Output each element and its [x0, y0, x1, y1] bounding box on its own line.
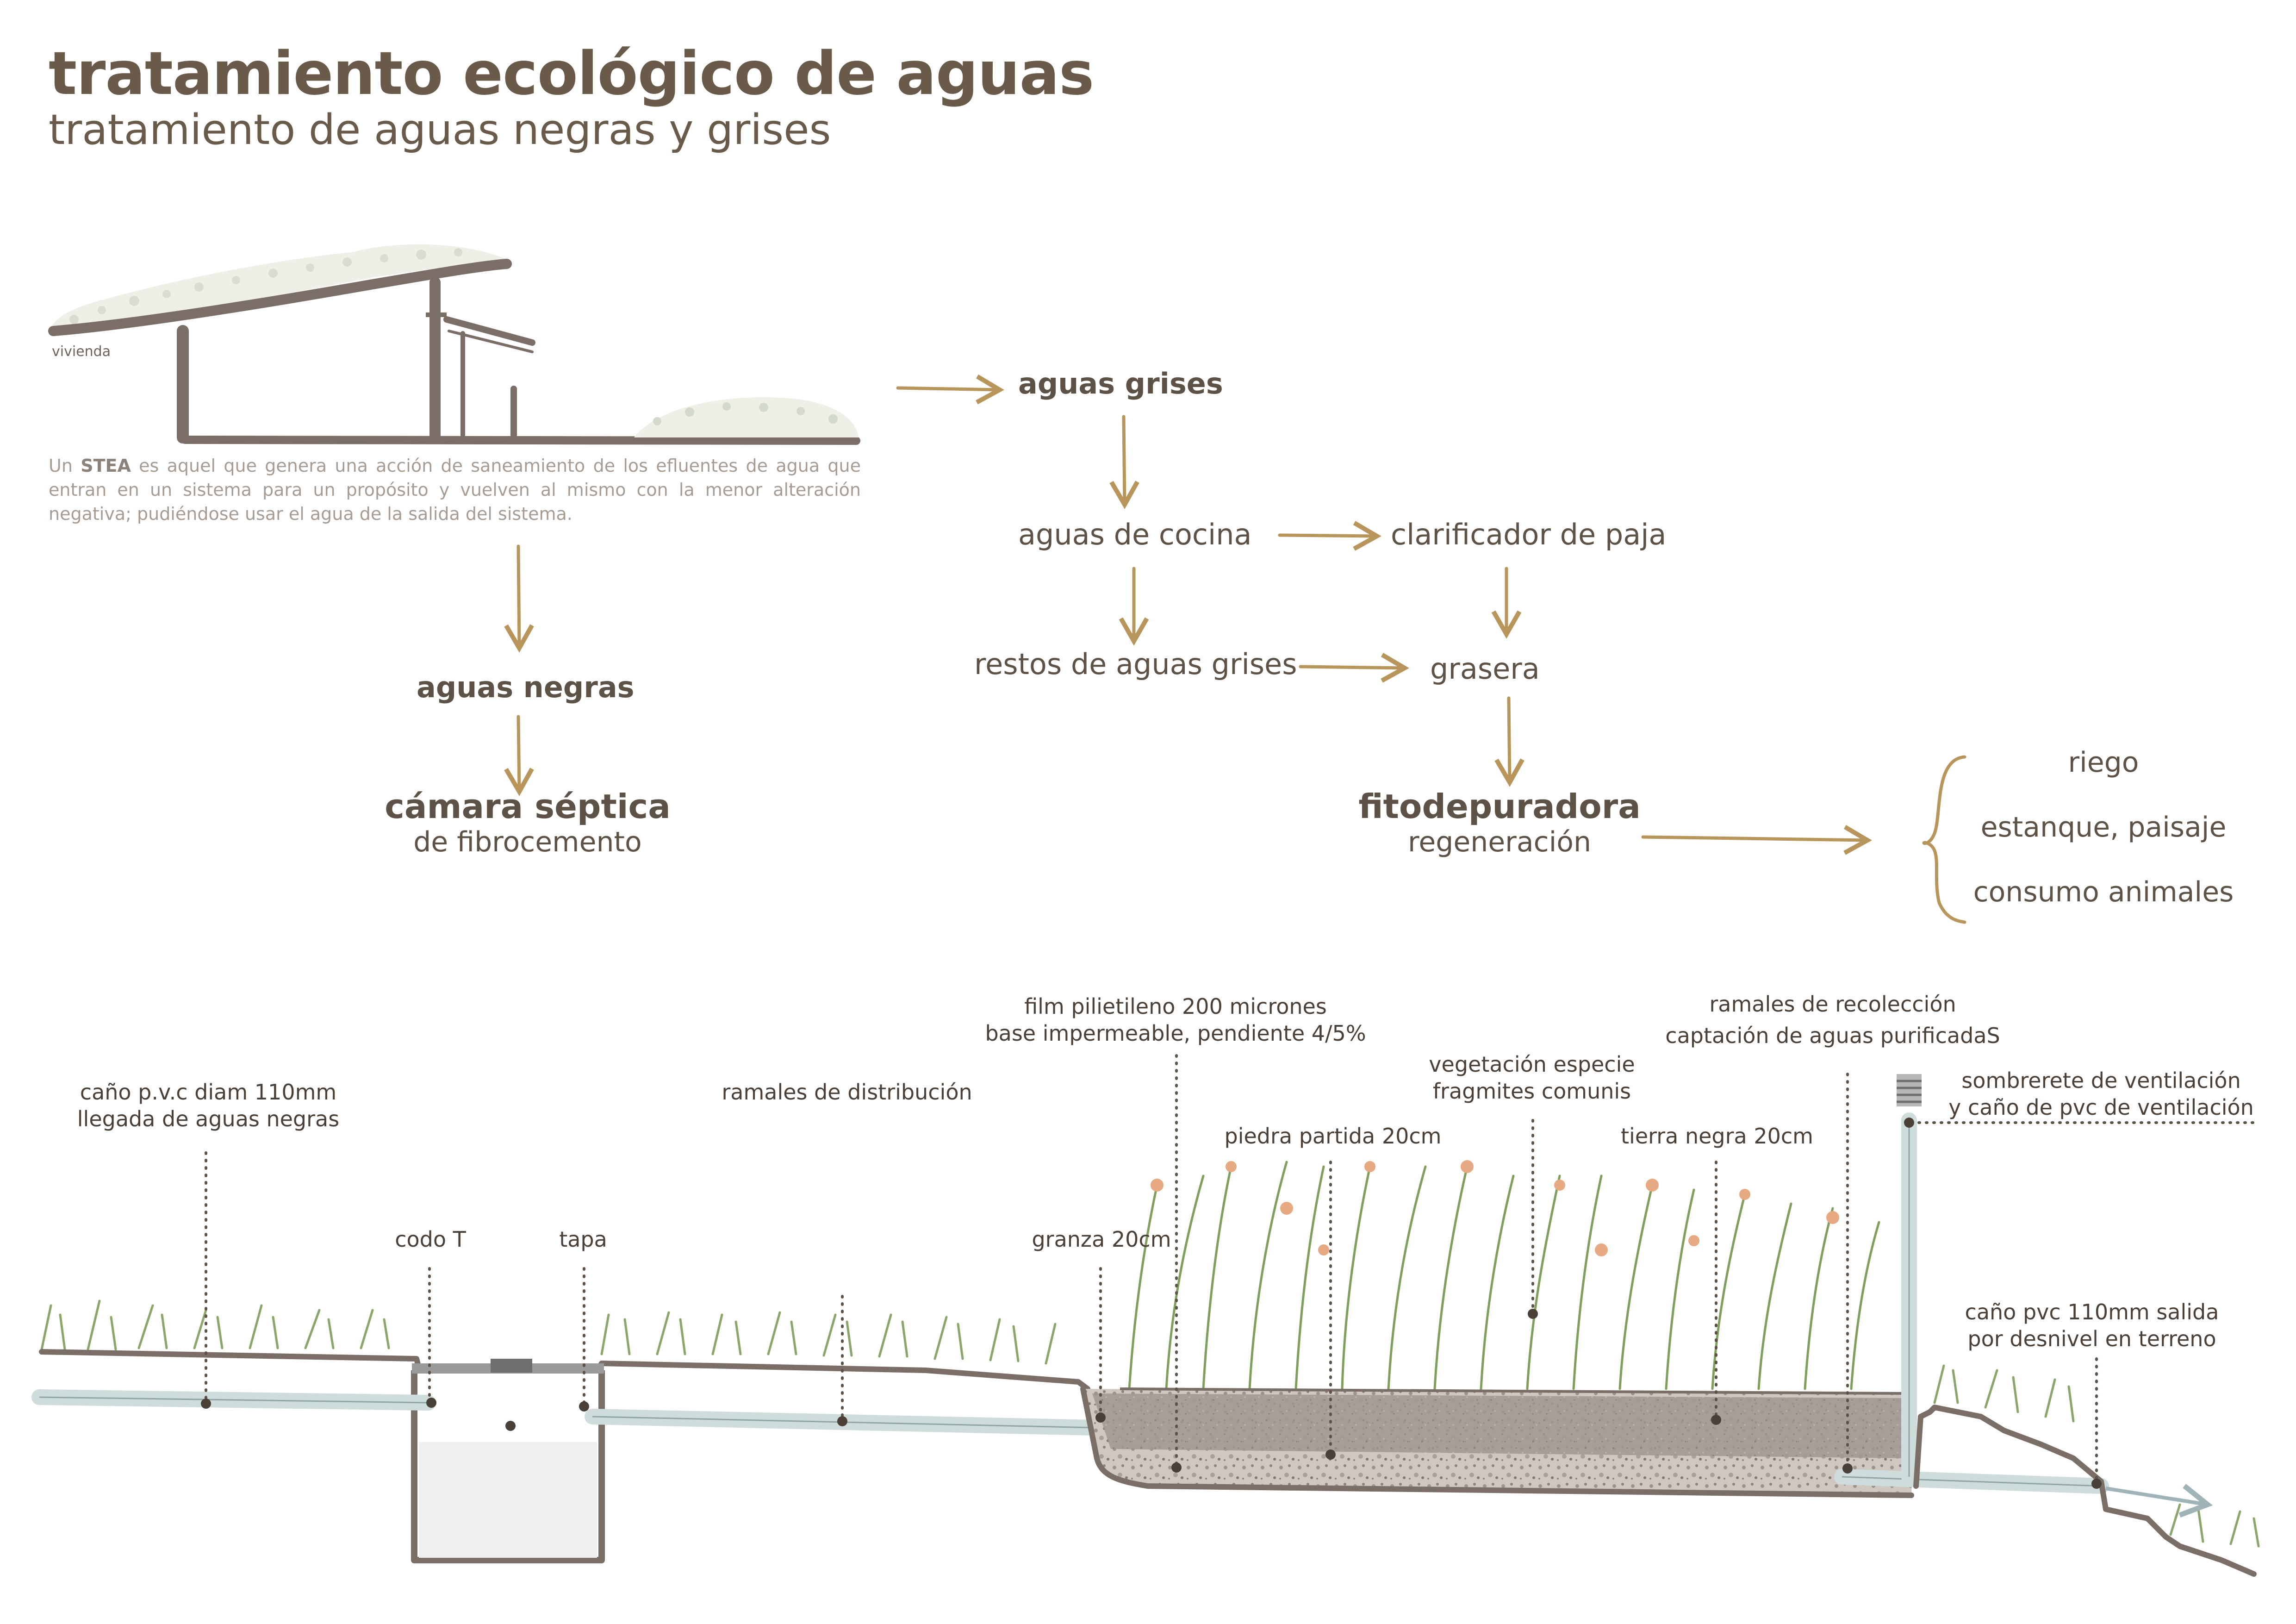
flow-fito: fitodepuradora [1358, 787, 1641, 826]
callout-salida: caño pvc 110mm salida por desnivel en te… [1930, 1299, 2254, 1352]
flow-restos: restos de aguas grises [974, 647, 1297, 681]
callout-dots [201, 1118, 2102, 1489]
stea-description: Un STEA es aquel que genera una acción d… [49, 454, 861, 526]
callout-film: film pilietileno 200 micrones base imper… [972, 993, 1379, 1047]
callout-granza: granza 20cm [1032, 1227, 1171, 1252]
callout-leaders [205, 1054, 2098, 1483]
description-prefix: Un [49, 456, 81, 476]
callout-salida-line1: caño pvc 110mm salida [1965, 1299, 2219, 1324]
flow-camara-block: cámara séptica de fibrocemento [361, 787, 694, 858]
callout-ramales-distribucion: ramales de distribución [722, 1080, 972, 1105]
callout-vegetacion-line1: vegetación especie [1429, 1052, 1635, 1077]
callout-vegetacion: vegetación especie fragmites comunis [1398, 1051, 1666, 1105]
house-label: vivienda [52, 344, 111, 360]
callout-cano-pvc-line1: caño p.v.c diam 110mm [80, 1080, 337, 1105]
page-title: tratamiento ecológico de aguas [49, 39, 1094, 108]
callout-piedra: piedra partida 20cm [1224, 1124, 1442, 1149]
output-consumo: consumo animales [1973, 876, 2234, 908]
callout-sombrerete-line2: y caño de pvc de ventilación [1948, 1095, 2254, 1120]
callout-sombrerete-line1: sombrerete de ventilación [1961, 1068, 2241, 1093]
flow-grasera: grasera [1430, 652, 1540, 686]
callout-tierra: tierra negra 20cm [1621, 1124, 1813, 1149]
flow-fito-block: fitodepuradora regeneración [1333, 787, 1666, 858]
flow-aguas-cocina: aguas de cocina [1018, 518, 1252, 551]
callout-film-line2: base impermeable, pendiente 4/5% [985, 1021, 1366, 1046]
description-text: es aquel que genera una acción de saneam… [49, 456, 861, 524]
callout-cano-pvc-line2: llegada de aguas negras [77, 1106, 340, 1131]
callout-sombrerete: sombrerete de ventilación y caño de pvc … [1935, 1067, 2268, 1121]
flow-camara: cámara séptica [385, 787, 671, 826]
output-estanque: estanque, paisaje [1980, 811, 2227, 843]
flow-camara-sub: de fibrocemento [413, 826, 642, 858]
flow-aguas-negras: aguas negras [417, 670, 635, 704]
flow-clarificador: clarificador de paja [1391, 518, 1667, 551]
flow-fito-sub: regeneración [1407, 826, 1592, 858]
flow-aguas-grises: aguas grises [1018, 367, 1223, 400]
output-riego: riego [2068, 746, 2139, 779]
callout-ramales-recoleccion: ramales de recolección captación de agua… [1629, 991, 2036, 1049]
callout-ramales-rec-line1: ramales de recolección [1709, 992, 1956, 1017]
callout-film-line1: film pilietileno 200 micrones [1024, 994, 1327, 1019]
flow-arrows [504, 374, 1966, 924]
callout-vegetacion-line2: fragmites comunis [1432, 1079, 1631, 1104]
callout-ramales-rec-line2: captación de aguas purificadaS [1665, 1023, 2000, 1048]
section-drawing [31, 1074, 2260, 1577]
page-subtitle: tratamiento de aguas negras y grises [49, 106, 831, 154]
callout-codo: codo T [395, 1227, 466, 1252]
callout-tapa: tapa [559, 1227, 607, 1252]
flower-heads [1151, 1160, 1839, 1256]
callout-cano-pvc: caño p.v.c diam 110mm llegada de aguas n… [60, 1079, 356, 1132]
house-sketch [48, 244, 860, 445]
description-term: STEA [81, 456, 131, 476]
callout-salida-line2: por desnivel en terreno [1967, 1326, 2216, 1351]
